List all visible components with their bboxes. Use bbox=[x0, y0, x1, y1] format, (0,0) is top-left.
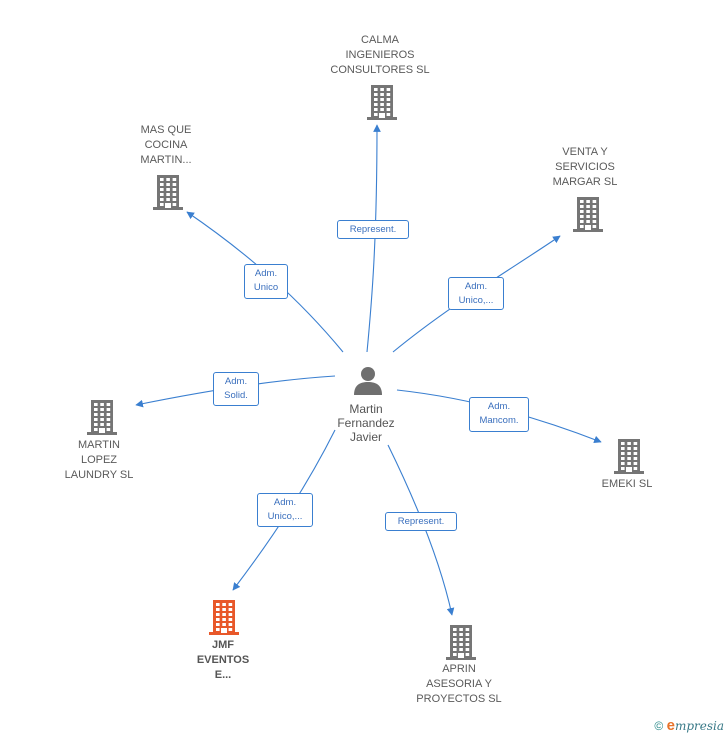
role-label-aprin[interactable]: Represent. bbox=[385, 512, 457, 531]
brand-name: mpresia bbox=[674, 719, 724, 733]
role-label-emeki[interactable]: Adm. Mancom. bbox=[469, 397, 529, 432]
building-icon-laundry[interactable] bbox=[86, 399, 118, 435]
copyright-icon: © bbox=[654, 719, 664, 733]
company-label-venta[interactable]: VENTA Y SERVICIOS MARGAR SL bbox=[552, 146, 618, 188]
company-label-calma[interactable]: CALMA INGENIEROS CONSULTORES SL bbox=[330, 34, 430, 76]
company-label-aprin[interactable]: APRIN ASESORIA Y PROYECTOS SL bbox=[416, 663, 502, 705]
company-label-masque[interactable]: MAS QUE COCINA MARTIN... bbox=[140, 124, 192, 166]
company-label-emeki[interactable]: EMEKI SL bbox=[601, 478, 653, 490]
building-icon-masque[interactable] bbox=[152, 174, 184, 210]
building-icon-venta[interactable] bbox=[572, 196, 604, 232]
person-icon bbox=[354, 367, 382, 395]
building-icon-aprin[interactable] bbox=[445, 624, 477, 660]
building-icon-jmf[interactable] bbox=[208, 599, 240, 635]
role-label-laundry[interactable]: Adm. Solid. bbox=[213, 372, 259, 406]
role-label-masque[interactable]: Adm. Unico bbox=[244, 264, 288, 299]
role-label-venta[interactable]: Adm. Unico,... bbox=[448, 277, 504, 310]
company-label-jmf[interactable]: JMF EVENTOS E... bbox=[196, 639, 250, 681]
role-label-jmf[interactable]: Adm. Unico,... bbox=[257, 493, 313, 527]
company-label-laundry[interactable]: MARTIN LOPEZ LAUNDRY SL bbox=[64, 439, 134, 481]
building-icon-calma[interactable] bbox=[366, 84, 398, 120]
edge-calma bbox=[366, 124, 381, 353]
brand-initial: e bbox=[666, 717, 675, 734]
role-label-calma[interactable]: Represent. bbox=[337, 220, 409, 239]
building-icon-emeki[interactable] bbox=[613, 438, 645, 474]
center-person-name[interactable]: Martin Fernandez Javier bbox=[337, 402, 395, 444]
footer-brand: © empresia bbox=[654, 717, 724, 734]
